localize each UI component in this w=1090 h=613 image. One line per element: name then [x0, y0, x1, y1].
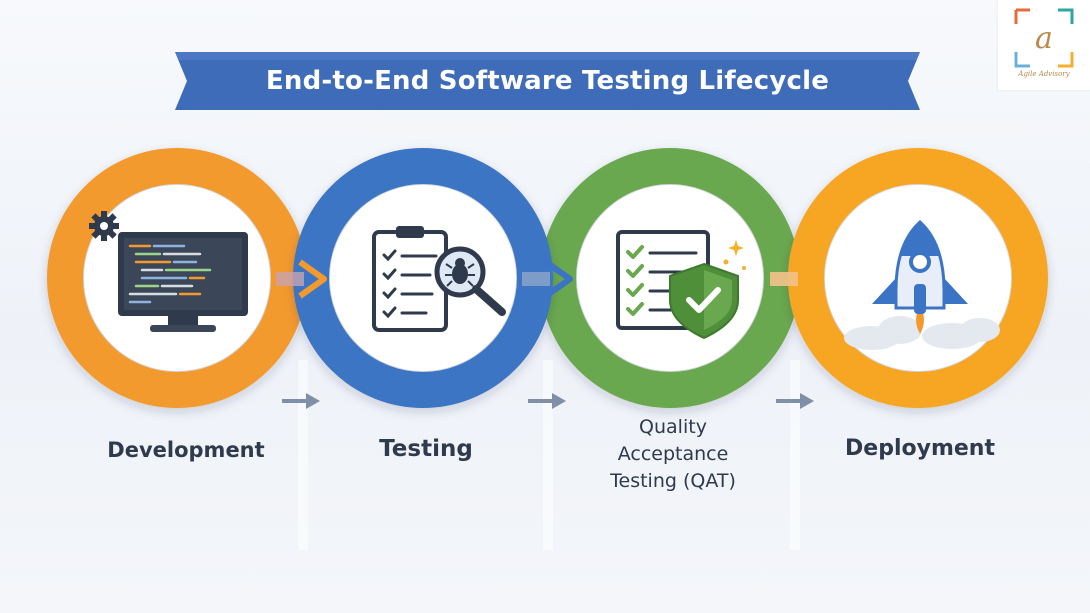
logo-letter: a — [1035, 21, 1053, 56]
stage-label-deployment: Deployment — [845, 436, 995, 461]
connector-arrow-1 — [276, 259, 327, 299]
gear-icon — [89, 211, 119, 241]
connector-arrow-2 — [522, 259, 573, 299]
stage-label-development: Development — [107, 438, 265, 462]
flow-arrow-2 — [528, 393, 566, 409]
checklist-magnifier-bug-icon — [372, 226, 506, 332]
rocket-icon — [844, 219, 1000, 350]
sparkle-icon — [723, 240, 746, 270]
agile-advisory-logo: a Agile Advisory — [998, 0, 1090, 90]
bug-icon — [445, 258, 475, 287]
logo-caption: Agile Advisory — [1018, 70, 1070, 78]
stage-label-testing: Testing — [379, 436, 473, 462]
flow-arrow-1 — [282, 393, 320, 409]
stage-separators — [298, 360, 800, 550]
flow-arrow-3 — [776, 393, 814, 409]
stage-label-qat: Quality Acceptance Testing (QAT) — [568, 414, 778, 495]
connector-arrow-3 — [770, 259, 821, 299]
stage-label-qat-line-2: Acceptance — [617, 443, 729, 465]
logo-mark: a — [1014, 8, 1074, 68]
flow-arrows — [282, 393, 814, 409]
title-banner-area: End-to-End Software Testing Lifecycle — [0, 0, 1090, 140]
stage-label-qat-line-1: Quality — [639, 416, 707, 438]
stage-label-qat-line-3: Testing (QAT) — [610, 470, 736, 492]
title-ribbon — [175, 52, 920, 110]
checklist-shield-icon — [616, 230, 746, 340]
monitor-code-icon — [118, 232, 248, 332]
page-title: End-to-End Software Testing Lifecycle — [265, 66, 830, 96]
